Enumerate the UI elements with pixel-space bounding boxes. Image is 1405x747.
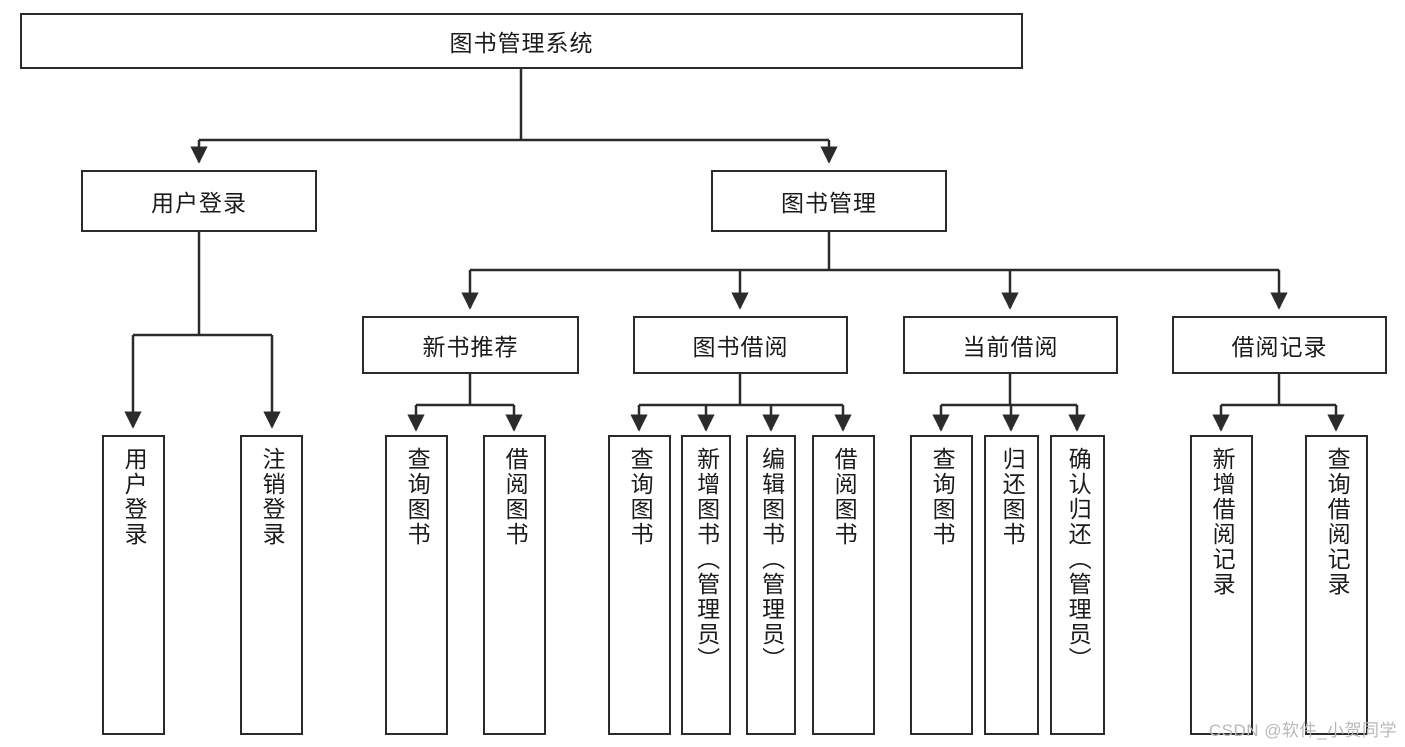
node-leaf-user-login[interactable]: 用户登录 [102, 435, 165, 735]
node-book-borrow[interactable]: 图书借阅 [633, 316, 848, 374]
node-new-book-recommend[interactable]: 新书推荐 [362, 316, 579, 374]
node-leaf-borrow-book-rec[interactable]: 借阅图书 [483, 435, 546, 735]
node-leaf-edit-book-admin[interactable]: 编辑图书（管理员） [746, 435, 796, 735]
node-root-label: 图书管理系统 [449, 30, 594, 56]
node-leaf-logout[interactable]: 注销登录 [240, 435, 303, 735]
node-leaf-borrow-book-rec-label: 借阅图书 [502, 447, 529, 547]
node-leaf-logout-label: 注销登录 [259, 447, 286, 547]
node-borrow-record-label: 借阅记录 [1231, 334, 1328, 360]
node-leaf-borrow-book-label: 借阅图书 [831, 447, 858, 547]
node-leaf-query-book-borrow[interactable]: 查询图书 [608, 435, 671, 735]
node-borrow-record[interactable]: 借阅记录 [1172, 316, 1387, 374]
node-leaf-query-borrow-record-label: 查询借阅记录 [1324, 447, 1351, 597]
node-current-borrow[interactable]: 当前借阅 [903, 316, 1118, 374]
node-leaf-borrow-book[interactable]: 借阅图书 [812, 435, 875, 735]
node-leaf-query-book-current-label: 查询图书 [929, 447, 956, 547]
node-leaf-add-borrow-record[interactable]: 新增借阅记录 [1190, 435, 1253, 735]
node-leaf-add-borrow-record-label: 新增借阅记录 [1209, 447, 1236, 597]
node-leaf-confirm-return-admin-label: 确认归还（管理员） [1065, 447, 1092, 672]
node-root-system[interactable]: 图书管理系统 [20, 13, 1023, 69]
node-leaf-user-login-label: 用户登录 [121, 447, 148, 547]
node-current-borrow-label: 当前借阅 [962, 334, 1059, 360]
node-book-borrow-label: 图书借阅 [692, 334, 789, 360]
watermark-text: CSDN @软件_小贺同学 [1208, 721, 1397, 740]
node-user-login[interactable]: 用户登录 [81, 170, 317, 232]
node-leaf-query-book-rec[interactable]: 查询图书 [385, 435, 448, 735]
node-leaf-confirm-return-admin[interactable]: 确认归还（管理员） [1050, 435, 1105, 735]
node-leaf-query-borrow-record[interactable]: 查询借阅记录 [1305, 435, 1368, 735]
node-leaf-add-book-admin-label: 新增图书（管理员） [693, 447, 720, 672]
node-leaf-query-book-rec-label: 查询图书 [404, 447, 431, 547]
node-leaf-edit-book-admin-label: 编辑图书（管理员） [758, 447, 785, 672]
node-new-book-recommend-label: 新书推荐 [422, 334, 519, 360]
node-book-management[interactable]: 图书管理 [711, 170, 947, 232]
node-leaf-query-book-current[interactable]: 查询图书 [910, 435, 973, 735]
node-book-management-label: 图书管理 [781, 190, 877, 216]
node-leaf-return-book-label: 归还图书 [999, 447, 1026, 547]
node-leaf-add-book-admin[interactable]: 新增图书（管理员） [681, 435, 731, 735]
node-user-login-label: 用户登录 [151, 190, 247, 216]
node-leaf-return-book[interactable]: 归还图书 [984, 435, 1039, 735]
node-leaf-query-book-borrow-label: 查询图书 [627, 447, 654, 547]
